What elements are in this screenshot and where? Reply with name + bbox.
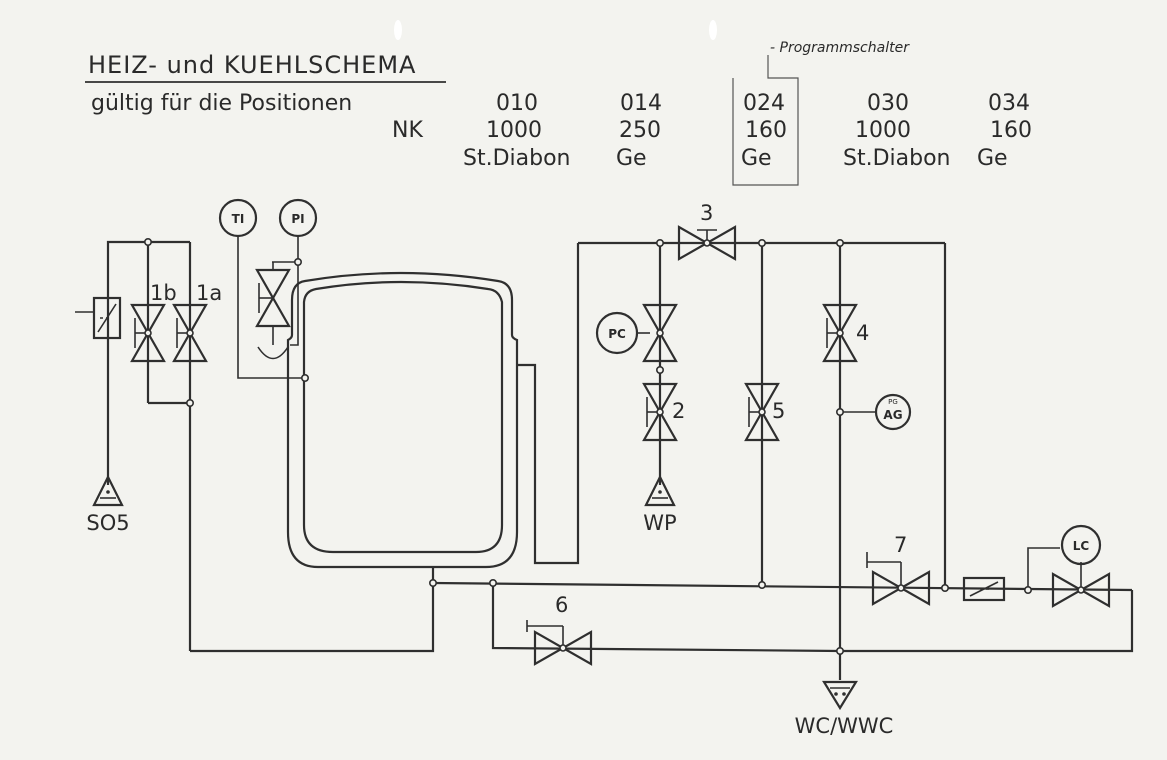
valve-1b [130,303,166,363]
valve-3-label: 3 [700,201,713,225]
position-material: St.Diabon [843,146,951,171]
position-nk: 1000 [486,118,542,143]
ag-small-label: PG [888,398,898,406]
pi-label: PI [291,212,304,226]
position-024-bracket [732,55,799,186]
reactor-vessel [286,271,519,569]
valve-7 [866,552,931,606]
valve-4 [822,303,858,363]
vent-valve [255,262,291,360]
valve-6 [526,620,593,666]
strainer-left [92,296,122,340]
wp-label: WP [643,511,676,535]
strainer-right [962,576,1006,602]
ti-label: TI [232,212,245,226]
wc-label: WC/WWC [795,714,894,738]
piping [75,237,1134,680]
position-nk: 160 [990,118,1032,143]
position-code: 034 [988,91,1030,116]
valve-3 [677,225,737,261]
position-material: St.Diabon [463,146,571,171]
valve-5-label: 5 [772,399,785,423]
position-code: 024 [743,91,785,116]
junction-points [144,238,1033,655]
pc-instrument [595,311,639,355]
valve-2-label: 2 [672,399,685,423]
valve-pc-control [642,303,678,363]
wc-terminal [822,680,858,711]
position-nk: 160 [745,118,787,143]
position-code: 010 [496,91,538,116]
valve-1b-label: 1b [150,281,177,305]
ti-instrument [218,198,258,238]
valve-6-label: 6 [555,593,568,617]
position-code: 014 [620,91,662,116]
valve-1a-label: 1a [196,281,222,305]
punch-hole-right [709,20,717,40]
valve-lc [1051,562,1111,608]
lc-label: LC [1073,539,1090,553]
lc-instrument [1060,524,1102,566]
ag-instrument [874,393,912,431]
handwritten-note: - Programmschalter [770,40,910,56]
ag-label: AG [883,408,902,422]
page-title: HEIZ- und KUEHLSCHEMA [88,51,416,79]
position-material: Ge [616,146,647,171]
position-material: Ge [741,146,772,171]
wp-terminal [644,474,676,507]
validity-label: gültig für die Positionen [91,91,352,116]
punch-hole-left [394,20,402,40]
position-code: 030 [867,91,909,116]
so5-terminal [92,474,124,507]
valve-4-label: 4 [856,321,869,345]
pi-instrument [278,198,318,238]
valve-2 [642,382,678,442]
position-material: Ge [977,146,1008,171]
nk-label: NK [392,118,423,143]
valve-5 [744,382,780,442]
so5-label: SO5 [86,511,129,535]
position-nk: 250 [619,118,661,143]
valve-7-label: 7 [894,533,907,557]
pc-label: PC [608,327,626,341]
position-nk: 1000 [855,118,911,143]
valve-1a [172,303,208,363]
